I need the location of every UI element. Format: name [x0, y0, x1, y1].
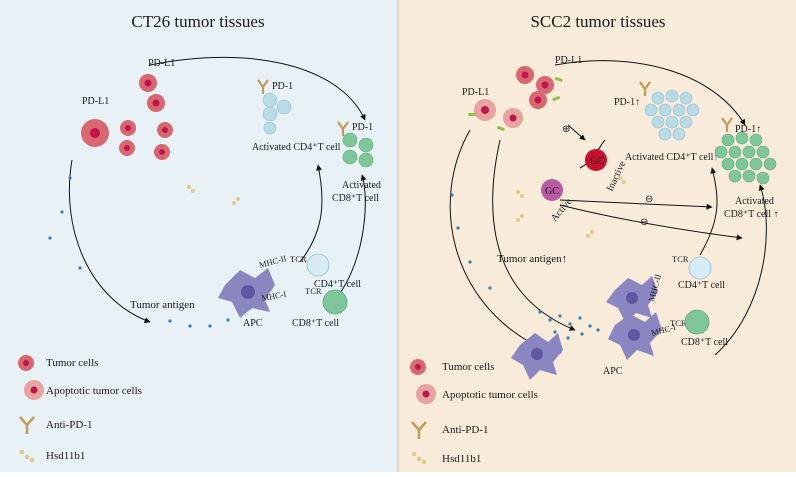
right-cycle-arrows	[449, 60, 767, 356]
left-legend-apoptotic: Apoptotic tumor cells	[46, 385, 142, 397]
left-tcr-bottom-label: TCR	[305, 286, 322, 296]
left-cd8-tcell	[322, 289, 348, 315]
right-pdl1-top-label: PD-L1	[555, 55, 582, 66]
right-plus-sign: ⊕	[562, 124, 570, 135]
left-pdl1-top-label: PD-L1	[148, 58, 175, 69]
right-tumor-cluster	[474, 66, 554, 128]
left-tumor-cluster	[81, 119, 173, 160]
left-panel-title: CT26 tumor tissues	[131, 12, 264, 31]
right-gc-active-label: GC	[545, 186, 559, 197]
right-cd4-cluster	[644, 89, 700, 141]
left-pd1-cd4-label: PD-1	[272, 81, 293, 92]
right-tumor-antigen-label: Tumor antigen↑	[497, 253, 567, 265]
right-cd4-tcell	[688, 256, 712, 280]
right-cd8-cell-label: CD8⁺T cell	[681, 337, 728, 348]
right-anti-pd1-cd4-icon	[639, 81, 651, 96]
right-pdl1-left-label: PD-L1	[462, 87, 489, 98]
left-cd8-cells	[342, 132, 374, 168]
left-legend-tumor-cells: Tumor cells	[46, 357, 98, 369]
left-activated-cd8-line2: CD8⁺T cell	[332, 193, 379, 204]
right-apc-cells	[511, 276, 662, 380]
right-legend-apoptotic: Apoptotic tumor cells	[442, 389, 538, 401]
right-gc-active	[541, 179, 563, 201]
left-apc-label: APC	[243, 318, 263, 329]
right-legend	[410, 359, 436, 465]
left-mhc1-label: MHC-I	[261, 289, 288, 303]
left-anti-pd1-icon	[257, 79, 269, 94]
right-legend-tumor-cells: Tumor cells	[442, 361, 494, 373]
right-minus-2: ⊖	[640, 217, 648, 228]
right-gc-inactive-label: GC	[590, 156, 604, 167]
right-apc-label: APC	[603, 366, 623, 377]
right-legend-hsd: Hsd11b1	[442, 453, 481, 465]
left-legend-hsd: Hsd11b1	[46, 450, 85, 462]
right-anti-pd1-cd8-icon	[721, 117, 733, 132]
left-legend	[18, 355, 44, 463]
right-activated-cd4-label: Activated CD4⁺T cell↑	[625, 152, 718, 163]
right-panel-title: SCC2 tumor tissues	[530, 12, 665, 31]
left-tumor-cluster-top	[139, 74, 165, 112]
left-pdl1-left-label: PD-L1	[82, 96, 109, 107]
right-legend-anti-pd1: Anti-PD-1	[442, 424, 488, 436]
right-cd8-cluster	[714, 131, 777, 185]
left-cd4-cells	[262, 92, 292, 135]
left-tumor-antigen-label: Tumor antigen	[130, 299, 195, 311]
left-activated-cd4-label: Activated CD4⁺T cell	[252, 142, 341, 153]
right-pdl1-markers	[468, 77, 563, 131]
right-panel-background	[398, 0, 796, 472]
left-hsd11b1-molecules	[187, 185, 240, 205]
right-cd4-cell-label: CD4⁺T cell	[678, 280, 725, 291]
right-pd1-cd4-label: PD-1↑	[614, 97, 640, 108]
right-activated-cd8-line2: CD8⁺T cell ↑	[724, 209, 779, 220]
left-anti-pd1-cd8-icon	[337, 121, 349, 136]
left-cd4-cell-label: CD4⁺T cell	[314, 279, 361, 290]
right-cd8-tcell	[684, 309, 710, 335]
right-minus-1: ⊖	[645, 194, 653, 205]
left-tcr-top-label: TCR	[290, 254, 307, 264]
left-activated-cd8-line1: Activated	[342, 180, 381, 191]
left-pd1-cd8-label: PD-1	[352, 122, 373, 133]
left-legend-anti-pd1: Anti-PD-1	[46, 419, 92, 431]
left-apc-cell	[218, 268, 275, 318]
right-pd1-cd8-label: PD-1↑	[735, 124, 761, 135]
left-cd8-cell-label: CD8⁺T cell	[292, 318, 339, 329]
right-tcr-bottom-label: TCR	[670, 318, 687, 328]
right-activated-cd8-line1: Activated	[735, 196, 774, 207]
right-gc-inactive	[585, 149, 607, 171]
right-hsd11b1-molecules	[516, 176, 626, 238]
left-cd4-tcell	[306, 253, 330, 277]
left-panel-background	[0, 0, 398, 472]
right-tcr-top-label: TCR	[672, 254, 689, 264]
